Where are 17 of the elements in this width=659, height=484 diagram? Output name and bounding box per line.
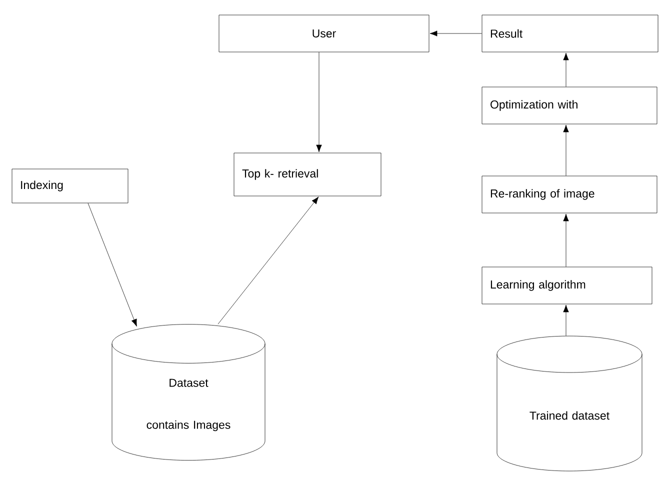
database-cylinder: Trained dataset	[496, 336, 642, 472]
process-box: Learning algorithm	[482, 266, 652, 304]
process-box: Result	[482, 14, 658, 52]
process-box: Re-ranking of image	[482, 176, 658, 214]
process-box: Optimization with	[482, 86, 658, 124]
arrow	[88, 202, 137, 327]
arrow	[218, 196, 319, 324]
arrow	[316, 52, 322, 152]
process-box: Indexing	[12, 168, 128, 204]
database-cylinder: Dataset contains Images	[112, 324, 266, 461]
arrow	[563, 52, 569, 87]
process-box: Top k- retrieval	[234, 152, 382, 196]
process-box: User	[218, 14, 430, 52]
arrow	[563, 124, 569, 176]
arrow	[563, 214, 569, 267]
arrow	[430, 30, 482, 36]
arrow	[563, 304, 569, 336]
